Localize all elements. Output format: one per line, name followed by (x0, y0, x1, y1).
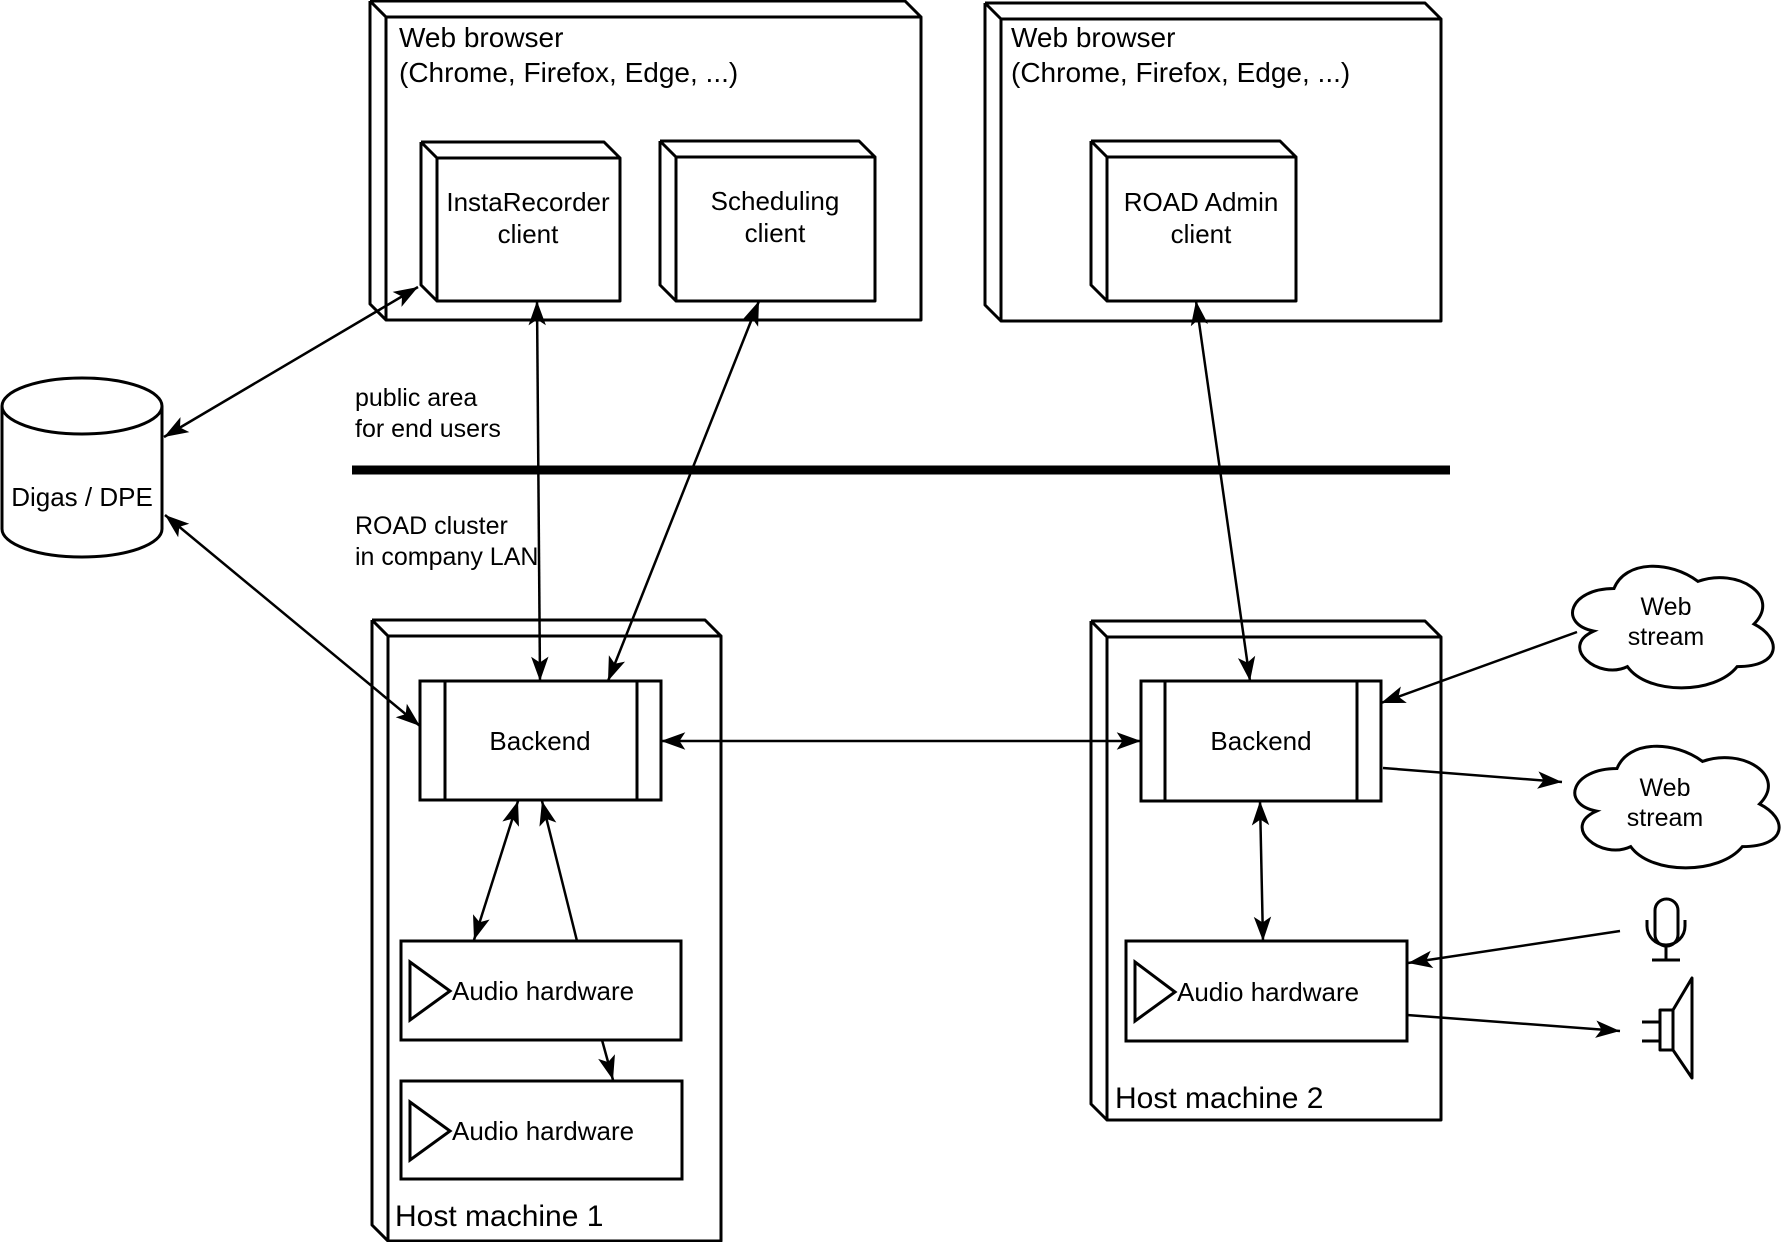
database-cylinder-icon (0, 376, 164, 559)
web-browser-1-title: Web browser (Chrome, Firefox, Edge, ...) (399, 22, 739, 88)
host-machine-2-label: Host machine 2 (1115, 1082, 1324, 1115)
backend2-label: Backend (1210, 726, 1312, 756)
arrow-backend1-audiohw1a (472, 800, 520, 941)
arrow-microphone-audiohw2 (1407, 929, 1621, 968)
audio-hardware-host1-a-box (399, 939, 683, 1042)
play-triangle-icon (1133, 959, 1178, 1024)
arrow-digas-instarecorder (163, 285, 419, 439)
cloud-icon-bottom (1573, 744, 1781, 870)
arrow-roadadmin-backend2 (1190, 300, 1256, 682)
database-label: Digas / DPE (11, 482, 153, 512)
web-browser-2-title: Web browser (Chrome, Firefox, Edge, ...) (1011, 22, 1351, 88)
road-admin-client-label: ROAD Admin client (1123, 187, 1279, 249)
road-cluster-annotation: ROAD cluster in company LAN (355, 512, 539, 571)
audio-hardware-host2-label: Audio hardware (1177, 977, 1360, 1007)
arrow-backend2-cloudbottom (1382, 766, 1563, 789)
audio-hardware-host2-box (1124, 939, 1409, 1043)
scheduling-client-node (658, 139, 877, 303)
backend1-label: Backend (489, 726, 591, 756)
web-stream-bottom-label: Web stream (1626, 774, 1704, 832)
speaker-icon (1642, 976, 1694, 1080)
arrow-audiohw1a-audiohw1b (598, 1039, 615, 1081)
arrow-audiohw1a-backend1 (539, 800, 579, 942)
web-stream-top-label: Web stream (1627, 593, 1705, 651)
play-triangle-icon (408, 959, 453, 1023)
arrow-digas-backend1 (164, 514, 421, 727)
arrow-audiohw2-speaker (1406, 1013, 1621, 1038)
arrow-cloudtop-backend2 (1380, 630, 1578, 705)
road-admin-client-node (1089, 139, 1298, 303)
scheduling-client-label: Scheduling client (710, 186, 840, 248)
host-machine-1-label: Host machine 1 (395, 1200, 604, 1233)
arrow-backend2-audiohw2 (1251, 800, 1272, 942)
backend2-component (1139, 679, 1383, 803)
backend1-component (418, 679, 663, 802)
arrow-scheduling-backend1 (606, 300, 761, 682)
audio-hardware-host1-b-label: Audio hardware (452, 1116, 635, 1146)
audio-hardware-host1-a-label: Audio hardware (452, 976, 635, 1006)
instarecorder-client-label: InstaRecorder client (446, 187, 610, 249)
arrow-instarecorder-backend1 (528, 300, 549, 682)
public-area-annotation: public area for end users (355, 384, 501, 443)
play-triangle-icon (408, 1099, 453, 1163)
audio-hardware-host1-b-box (399, 1079, 684, 1181)
microphone-icon (1645, 897, 1687, 962)
cloud-icon-top (1571, 564, 1775, 690)
instarecorder-client-node (419, 140, 622, 303)
